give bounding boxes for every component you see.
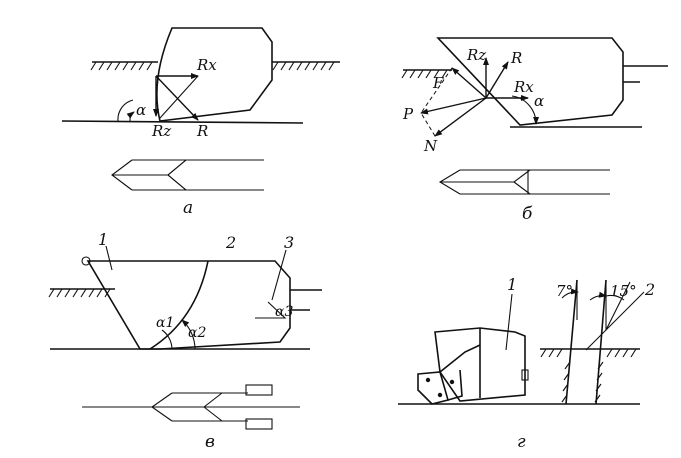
tool-profile-v [86, 260, 291, 350]
label-rz-a: Rz [151, 122, 171, 140]
label-1-v: 1 [98, 230, 108, 249]
ground-hatching-g [540, 348, 637, 358]
label-rx-b: Rx [513, 78, 534, 96]
tool-profile-a [156, 27, 273, 122]
plan-view-b [438, 169, 610, 195]
slot-hatching [561, 361, 604, 403]
label-alpha-a: α [136, 101, 146, 119]
label-alpha3-v: α3 [275, 304, 293, 320]
label-3-v: 3 [284, 233, 294, 252]
panel-g: 1 2 7° 15° г [398, 275, 655, 452]
label-p-b: P [402, 105, 414, 123]
label-r-a: R [196, 122, 208, 140]
machine-unit [417, 327, 529, 405]
label-2-g: 2 [644, 280, 655, 299]
caption-g: г [517, 432, 526, 452]
label-rz-b: Rz [466, 46, 486, 64]
label-alpha1-v: α1 [156, 315, 174, 331]
caption-v: в [205, 432, 215, 452]
label-15deg-g: 15° [610, 282, 637, 300]
plan-view-v [82, 384, 300, 430]
label-r-b: R [510, 49, 522, 67]
label-alpha2-v: α2 [188, 325, 206, 341]
plan-view-a [111, 159, 264, 191]
label-n-b: N [423, 137, 438, 155]
tool-profile-b [436, 37, 624, 126]
caption-a: а [183, 198, 193, 218]
ground-hatching-a [90, 61, 335, 71]
ground-hatching-v [48, 288, 111, 298]
label-2-v: 2 [225, 233, 236, 252]
ground-hatching-b [401, 69, 448, 79]
label-alpha-b: α [534, 92, 544, 110]
panel-b: Rz R F Rx P α N б [401, 37, 668, 224]
label-7deg-g: 7° [556, 282, 573, 300]
panel-a: Rx α Rz R а [61, 27, 340, 218]
caption-b: б [522, 204, 533, 224]
label-f-b: F [432, 74, 444, 92]
label-1-g: 1 [507, 275, 517, 294]
panel-v: 1 2 3 α1 α2 α3 в [48, 230, 322, 452]
label-rx-a: Rx [196, 56, 217, 74]
